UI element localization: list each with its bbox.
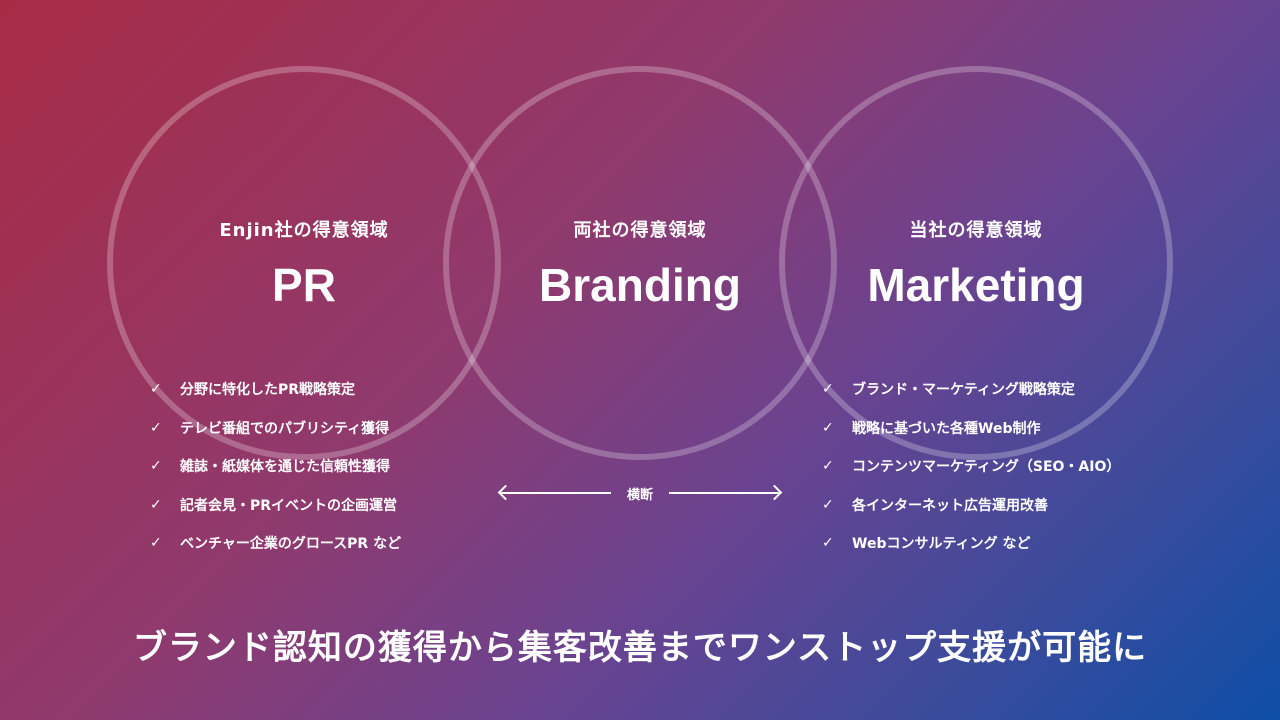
list-item: ✓ベンチャー企業のグロースPR など [150, 535, 402, 553]
list-item: ✓コンテンツマーケティング（SEO・AIO） [822, 458, 1121, 476]
check-icon: ✓ [822, 496, 834, 513]
pr-services-list: ✓分野に特化したPR戦略策定 ✓テレビ番組でのパブリシティ獲得 ✓雑誌・紙媒体を… [150, 370, 401, 563]
list-item: ✓テレビ番組でのパブリシティ獲得 [150, 419, 390, 437]
branding-circle [443, 66, 837, 460]
list-item: ✓Webコンサルティング など [822, 535, 1031, 553]
marketing-circle [779, 66, 1173, 460]
arrow-right-icon [669, 492, 781, 494]
check-icon: ✓ [822, 458, 834, 475]
check-icon: ✓ [822, 419, 834, 436]
check-icon: ✓ [150, 458, 162, 475]
check-icon: ✓ [822, 535, 834, 552]
check-icon: ✓ [150, 381, 162, 398]
pr-title: PR [272, 259, 336, 311]
branding-title: Branding [539, 259, 741, 311]
marketing-services-list: ✓ブランド・マーケティング戦略策定 ✓戦略に基づいた各種Web制作 ✓コンテンツ… [822, 370, 1120, 563]
list-item: ✓雑誌・紙媒体を通じた信頼性獲得 [150, 458, 390, 476]
cross-arrow: 横断 [500, 483, 781, 503]
list-item: ✓ブランド・マーケティング戦略策定 [822, 381, 1075, 399]
tagline: ブランド認知の獲得から集客改善までワンストップ支援が可能に [132, 628, 1148, 668]
arrow-label: 横断 [627, 487, 654, 503]
pr-circle [107, 66, 501, 460]
list-item: ✓分野に特化したPR戦略策定 [150, 381, 356, 399]
check-icon: ✓ [150, 535, 162, 552]
marketing-subtitle: 当社の得意領域 [909, 220, 1043, 241]
list-item: ✓各インターネット広告運用改善 [822, 496, 1048, 514]
arrow-left-icon [500, 492, 611, 494]
branding-subtitle: 両社の得意領域 [573, 220, 707, 241]
list-item: ✓戦略に基づいた各種Web制作 [822, 419, 1041, 437]
check-icon: ✓ [150, 419, 162, 436]
list-item: ✓記者会見・PRイベントの企画運営 [150, 496, 398, 514]
check-icon: ✓ [822, 381, 834, 398]
marketing-title: Marketing [867, 259, 1085, 311]
pr-subtitle: Enjin社の得意領域 [219, 220, 389, 241]
check-icon: ✓ [150, 496, 162, 513]
